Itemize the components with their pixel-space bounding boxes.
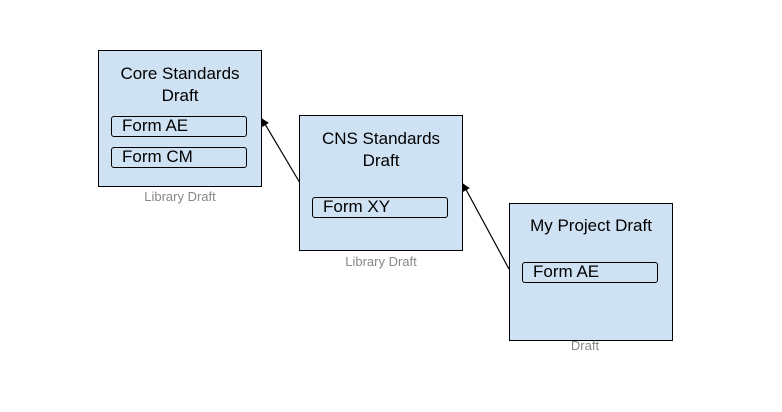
core-standards-caption: Library Draft [144,189,216,204]
core-form-cm[interactable]: Form CM [111,147,247,168]
core-standards-title: Core Standards Draft [120,64,240,105]
cns-form-xy[interactable]: Form XY [312,197,448,218]
cns-standards-box[interactable]: CNS Standards Draft Form XY [299,115,463,251]
project-form-ae[interactable]: Form AE [522,262,658,283]
arrow-cns-to-core [261,118,301,184]
core-form-ae[interactable]: Form AE [111,116,247,137]
my-project-box[interactable]: My Project Draft Form AE [509,203,673,341]
my-project-caption: Draft [570,338,600,353]
cns-standards-caption: Library Draft [345,254,417,269]
arrow-project-to-cns [462,183,510,270]
my-project-title: My Project Draft [530,216,652,235]
core-standards-box[interactable]: Core Standards Draft Form AE Form CM [98,50,262,187]
cns-standards-title: CNS Standards Draft [321,129,441,170]
